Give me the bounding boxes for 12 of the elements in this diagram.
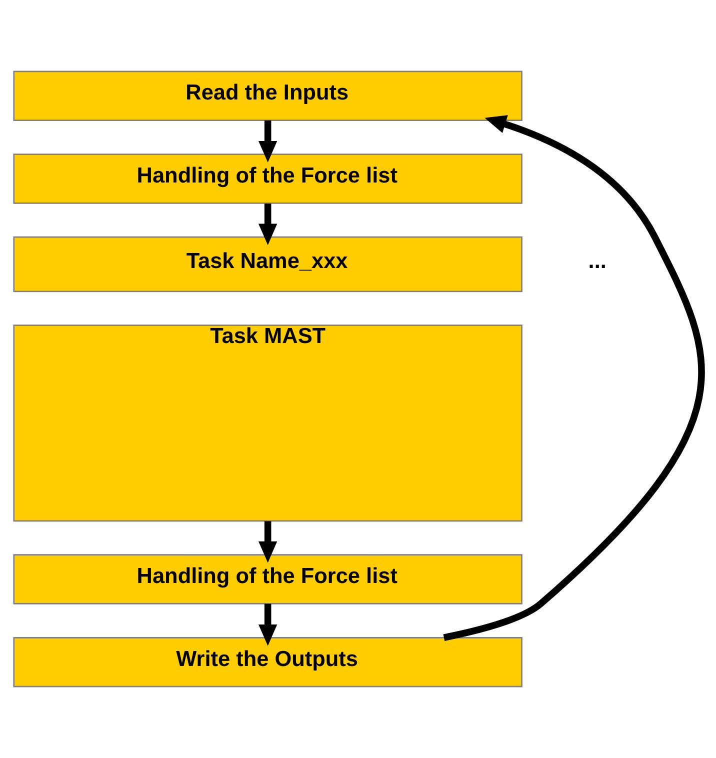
node-box: Task Name_xxx (13, 236, 522, 292)
arrow (258, 120, 278, 162)
node-box: Handling of the Force list (13, 554, 522, 604)
arrow (258, 521, 278, 563)
node-box: Task MAST (13, 324, 522, 522)
arrow (258, 204, 278, 246)
node-box: Handling of the Force list (13, 154, 522, 204)
arrow (443, 115, 705, 641)
arrow (258, 604, 278, 646)
label: ... (588, 248, 606, 274)
node-box: Read the Inputs (13, 70, 522, 121)
node-box: Write the Outputs (13, 637, 522, 688)
